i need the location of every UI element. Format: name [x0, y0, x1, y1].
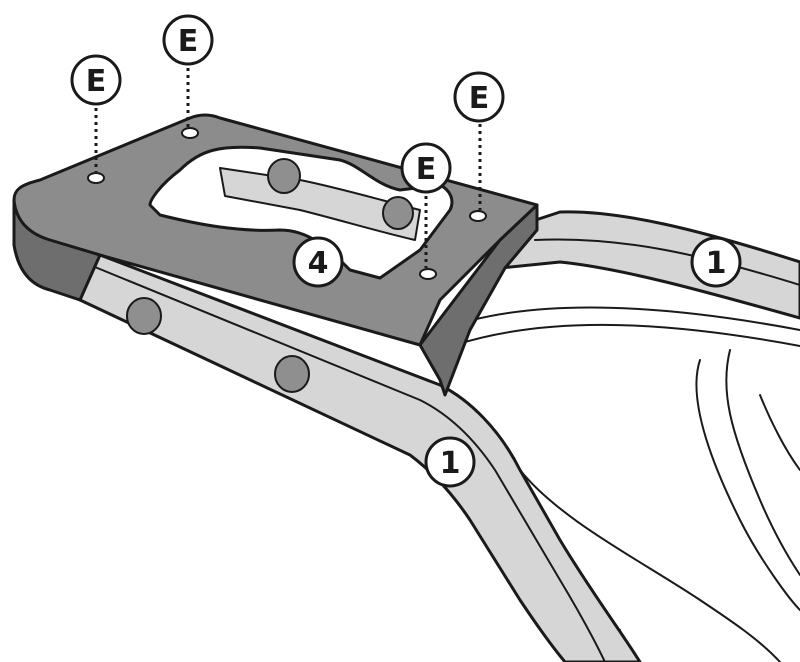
callout-e-top: E	[162, 14, 214, 66]
callout-circle	[292, 236, 344, 288]
callout-circle	[70, 54, 122, 106]
tail-light-outline	[725, 349, 800, 576]
screw-hole	[87, 172, 105, 184]
bolt-head	[274, 355, 310, 393]
rail-right	[498, 210, 800, 320]
callout-rail-right: 1	[690, 236, 742, 288]
callout-plate: 4	[292, 236, 344, 288]
callout-e-far-left: E	[70, 54, 122, 106]
callout-label: E	[86, 64, 107, 99]
screw-hole	[181, 127, 199, 139]
callout-circle	[690, 236, 742, 288]
rail-right-highlight	[534, 238, 800, 286]
screw-hole	[419, 268, 437, 280]
callout-circle	[453, 71, 505, 123]
callout-circle	[424, 436, 476, 488]
callout-circle	[400, 142, 452, 194]
callout-label: E	[178, 24, 199, 59]
rail-front-highlight	[89, 264, 606, 662]
callout-label: 1	[440, 446, 461, 481]
body-panel-outline	[519, 469, 781, 662]
bolt-head	[382, 196, 414, 230]
rail-right-body	[498, 210, 800, 320]
leader-lines	[94, 68, 482, 268]
rail-front-body	[74, 253, 642, 662]
rail-front	[74, 253, 642, 662]
callout-label: E	[416, 152, 437, 187]
callout-rail-front: 1	[424, 436, 476, 488]
body-panel-outline	[454, 323, 800, 347]
callout-label: 1	[706, 246, 727, 281]
callout-e-center: E	[400, 142, 452, 194]
callout-label: 4	[308, 246, 329, 281]
bolt-head	[126, 297, 162, 335]
screw-hole	[469, 210, 487, 222]
callout-circle	[162, 14, 214, 66]
tail-light-outline	[759, 394, 800, 471]
bolt-head	[267, 158, 301, 194]
body-panel-outline	[439, 306, 800, 331]
tail-light-outline	[695, 359, 800, 611]
callout-label: E	[469, 81, 490, 116]
callout-e-right: E	[453, 71, 505, 123]
